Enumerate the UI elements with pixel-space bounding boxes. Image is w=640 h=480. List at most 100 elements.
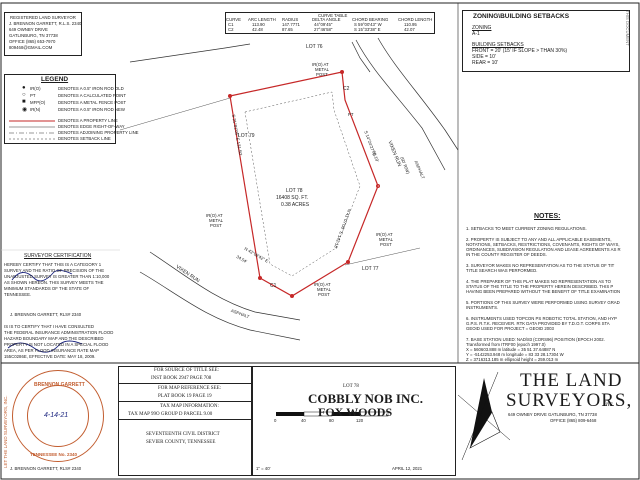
map-reference-label: FOR MAP REFERENCE SEE: <box>158 386 222 391</box>
note-line: 3. SURVEYOR MAKES NO REPRESENTATION AS T… <box>466 263 615 268</box>
plat-date: APRIL 12, 2021 <box>392 466 423 471</box>
curve-header: RADIUS <box>282 17 299 22</box>
scale-tick: 0 <box>274 418 277 423</box>
map-reference-value: PLAT BOOK 19 PAGE 19 <box>158 394 212 399</box>
legend-desc: DENOTES A PROPERTY LINE <box>58 118 118 123</box>
legend-desc: DENOTES A 0.5" IRON ROD NEW <box>58 107 125 112</box>
iron-rod-new-icon: ◉ <box>22 107 28 113</box>
curve-cell: 87.65 <box>282 27 293 32</box>
flood-line: PROPERTY IS NOT LOCATED IN A SPECIAL FLO… <box>4 342 109 347</box>
legend-symbol: IR(O) <box>30 86 41 91</box>
legend-desc: DENOTES SETBACK LINE <box>58 136 111 141</box>
note-line: Transformed from ITRF00 (epoch 1997.0) <box>466 342 546 347</box>
curve-cell: 147.7771 <box>282 22 300 27</box>
note-line: G.P.S. R.T.K. RECEIVER. RTK DATA PROVIDE… <box>466 321 610 326</box>
setback-side: SIDE = 10' <box>472 54 496 60</box>
cert-line: AS SHOWN HEREON. THIS SURVEY MEETS THE <box>4 280 104 285</box>
lot-acres: 0.38 ACRES <box>281 202 310 208</box>
note-line: 7. BASE STATION USED: NAD\83 (CORS96) PO… <box>466 337 605 342</box>
zoning-label: ZONING <box>472 25 492 31</box>
curve-cell: 110.95 <box>404 22 417 27</box>
surveyor-line: GATLINBURG, TN 37738 <box>9 33 58 38</box>
note-line: 6. INSTRUMENTS USED TOPCON PS ROBOTIC TO… <box>466 316 617 321</box>
flood-line: THE FEDERAL INSURANCE ADMINISTRATION FLO… <box>4 330 114 335</box>
scale-text: 1" = 40' <box>256 466 271 471</box>
note-line: INSTRUMENTS. <box>466 305 499 310</box>
surveyor-line: J. BRENNON GARRETT, R.L.S. 2340 <box>9 21 82 26</box>
note-line: X = 560603.888 m latitude = 35 51 37.648… <box>466 347 556 352</box>
legend-symbol: MFP(O) <box>30 100 46 105</box>
title-subdivision: FOX WOODS <box>318 405 393 419</box>
flood-line: AREA, AS PER FLOOD INSURANCE RATE MAP <box>4 348 99 353</box>
curve-table-title: CURVE TABLE <box>318 13 348 18</box>
lot-77-label: LOT 77 <box>362 266 379 272</box>
corner-label: METAL <box>315 67 330 72</box>
corner-label: POST <box>380 242 392 247</box>
curve-header: CURVE <box>226 17 241 22</box>
curve-cell: C1 <box>228 22 234 27</box>
company-name-line1: THE LAND <box>520 370 623 391</box>
tax-map-label: TAX MAP INFORMATION: <box>160 404 219 409</box>
curve-cell: S 59°00'43" W <box>354 22 382 27</box>
source-title-label: FOR SOURCE OF TITLE SEE: <box>154 368 219 373</box>
note-line: GEOID USED FOR PROJECT = GEOID 2003 <box>466 326 554 331</box>
setback-rear: REAR = 10' <box>472 60 499 66</box>
legend-box: LEGEND <box>4 74 116 144</box>
curve-header: CHORD LENGTH <box>398 17 433 22</box>
surveyor-line: 649 OWNBY DRIVE <box>9 27 48 32</box>
corner-label: POST <box>316 72 328 77</box>
seal-side-text: LET THE LAND SURVEYORS, INC. <box>3 395 8 468</box>
corner-label: POST <box>210 223 222 228</box>
note-line: Z = 3716313.185 m ellipsoid height = 259… <box>466 357 559 362</box>
curve-cell: S 15°33'38" E <box>354 27 381 32</box>
curve-header: DELTA ANGLE <box>312 17 341 22</box>
flood-line: HAZARD BOUNDARY MAP AND THE DESCRIBED <box>4 336 104 341</box>
note-line: IN THE COUNTY REGISTER OF DEEDS. <box>466 252 547 257</box>
curve-cell: 42.07 <box>404 27 415 32</box>
scale-tick: 40 <box>301 418 306 423</box>
corner-label: METAL <box>317 287 332 292</box>
iron-rod-old-icon: ● <box>22 85 26 91</box>
scale-tick: 80 <box>329 418 334 423</box>
legend-desc: DENOTES A CALCULATED POINT <box>58 93 126 98</box>
setback-front: FRONT = 20' (15' IF SLOPE > THAN 30%) <box>472 48 568 54</box>
source-of-title-box <box>118 366 252 476</box>
surveyor-line: 809468@GMAIL.COM <box>9 45 53 50</box>
curve-label-c1: C1 <box>270 283 277 289</box>
edge-text: THIS DOCUMENT <box>625 10 630 46</box>
company-address: 649 OWNBY DRIVE GATLINBURG, TN 37738 <box>508 412 597 417</box>
registered-surveyor-box: REGISTERED LAND SURVEYOR <box>4 12 82 56</box>
cert-line: TENNESSEE. <box>4 292 32 297</box>
flood-signature: J. BRENNON GARRETT, RLS# 2340 <box>10 466 82 471</box>
note-line: ORDINANCES, SUBDIVISION REGULATION AND L… <box>466 247 621 252</box>
note-line: 4. THE PREPARER OF THIS PLAT MAKES NO RE… <box>466 279 611 284</box>
note-line: 5. PORTIONS OF THIS SURVEY WERE PERFORME… <box>466 300 620 305</box>
cert-line: MINIMUM STANDARDS OF THE STATE OF <box>4 286 90 291</box>
corner-label: POST <box>318 292 330 297</box>
lot-76-label: LOT 76 <box>306 44 323 50</box>
surveyor-box-title: REGISTERED LAND SURVEYOR <box>10 15 76 20</box>
curve-cell: 44°09'45" <box>314 22 333 27</box>
lot-name: LOT 78 <box>286 188 303 194</box>
title-box <box>252 366 456 476</box>
zoning-box: ZONING\BUILDING SETBACKS <box>462 10 630 72</box>
seal-bottom-text: TENNESSEE No. 2340 <box>30 452 78 457</box>
note-line: 2. PROPERTY IS SUBJECT TO ANY AND ALL AP… <box>466 237 612 242</box>
calculated-point-icon: ○ <box>22 92 26 98</box>
note-line: NOTATIONS, SETBACKS, RESTRICTIONS, COVEN… <box>466 242 620 247</box>
note-line: HAVING BEEN PREPARED WITHOUT THE BENEFIT… <box>466 289 621 294</box>
legend-symbol: PT <box>30 93 36 98</box>
legend-title: LEGEND <box>41 76 69 83</box>
legend-desc: DENOTES ADJOINING PROPERTY LINE <box>58 130 139 135</box>
zoning-zone: A-1 <box>472 31 480 37</box>
curve-header: CHORD BEARING <box>352 17 389 22</box>
setbacks-label: BUILDING SETBACKS <box>472 42 524 48</box>
corner-label: IR(O) AT <box>314 282 331 287</box>
source-title-value: INST BOOK 2947 PAGE 708 <box>151 376 212 381</box>
seal-top-text: BRENNON GARRETT <box>34 382 85 388</box>
company-office: OFFICE (865) 809-6468 <box>550 418 597 423</box>
company-inc: inc. <box>604 400 615 408</box>
surveyor-seal <box>12 370 104 462</box>
tax-map-value: TAX MAP 99O GROUP D PARCEL 9.00 <box>128 412 213 417</box>
corner-label: IR(O) AT <box>376 232 393 237</box>
